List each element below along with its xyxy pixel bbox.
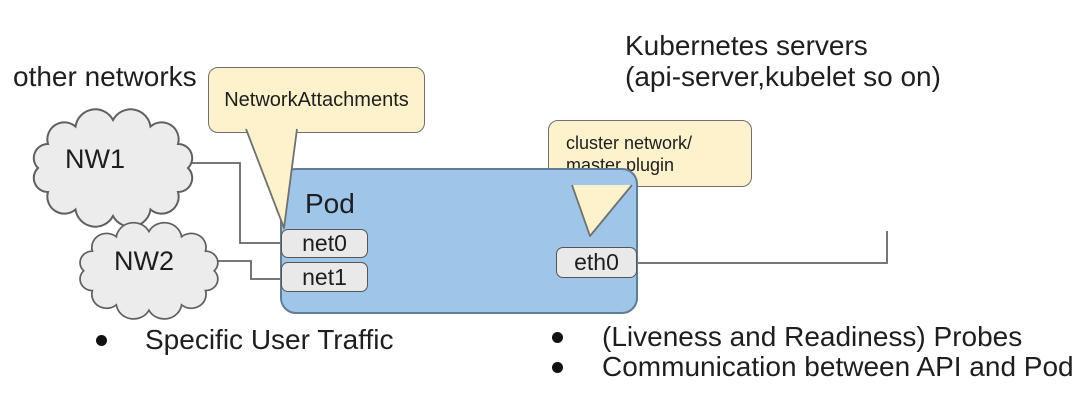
bullet-text: Specific User Traffic — [145, 324, 394, 355]
pod-label: Pod — [305, 188, 355, 219]
callout-network-attachments: NetworkAttachments — [208, 67, 425, 133]
interface-net0: net0 — [281, 229, 368, 258]
connector-nw1-to-net0 — [182, 162, 283, 244]
bullet-dot-icon — [96, 335, 107, 346]
bullet-item-probes: (Liveness and Readiness) Probes — [552, 322, 1022, 352]
interface-net1: net1 — [281, 262, 368, 292]
cloud-nw2-label: NW2 — [114, 246, 174, 276]
bullet-item-communication: Communication between API and Pod — [552, 352, 1074, 382]
bullet-item-specific-user-traffic: Specific User Traffic — [96, 325, 393, 355]
bullet-dot-icon — [552, 332, 563, 343]
bullet-dot-icon — [552, 362, 563, 373]
connector-nw2-to-net1 — [205, 260, 283, 280]
cloud-nw1-label: NW1 — [65, 144, 125, 174]
kubernetes-servers-line1: Kubernetes servers — [625, 30, 868, 61]
kubernetes-servers-line2: (api-server,kubelet so on) — [625, 61, 941, 92]
other-networks-label: other networks — [13, 61, 197, 92]
callout-cluster-network-line1: cluster network/ — [566, 133, 693, 153]
interface-eth0: eth0 — [556, 247, 637, 278]
callout-network-attachments-text: NetworkAttachments — [224, 88, 409, 111]
callout-cluster-network: cluster network/ master plugin — [548, 120, 752, 187]
kubernetes-servers-label: Kubernetes servers (api-server,kubelet s… — [625, 30, 941, 92]
bullet-text: Communication between API and Pod — [602, 351, 1074, 382]
pod-box: Pod net0 net1 eth0 — [280, 168, 638, 314]
bullet-text: (Liveness and Readiness) Probes — [602, 321, 1023, 352]
connector-eth0-to-kubernetes-servers — [636, 231, 888, 264]
